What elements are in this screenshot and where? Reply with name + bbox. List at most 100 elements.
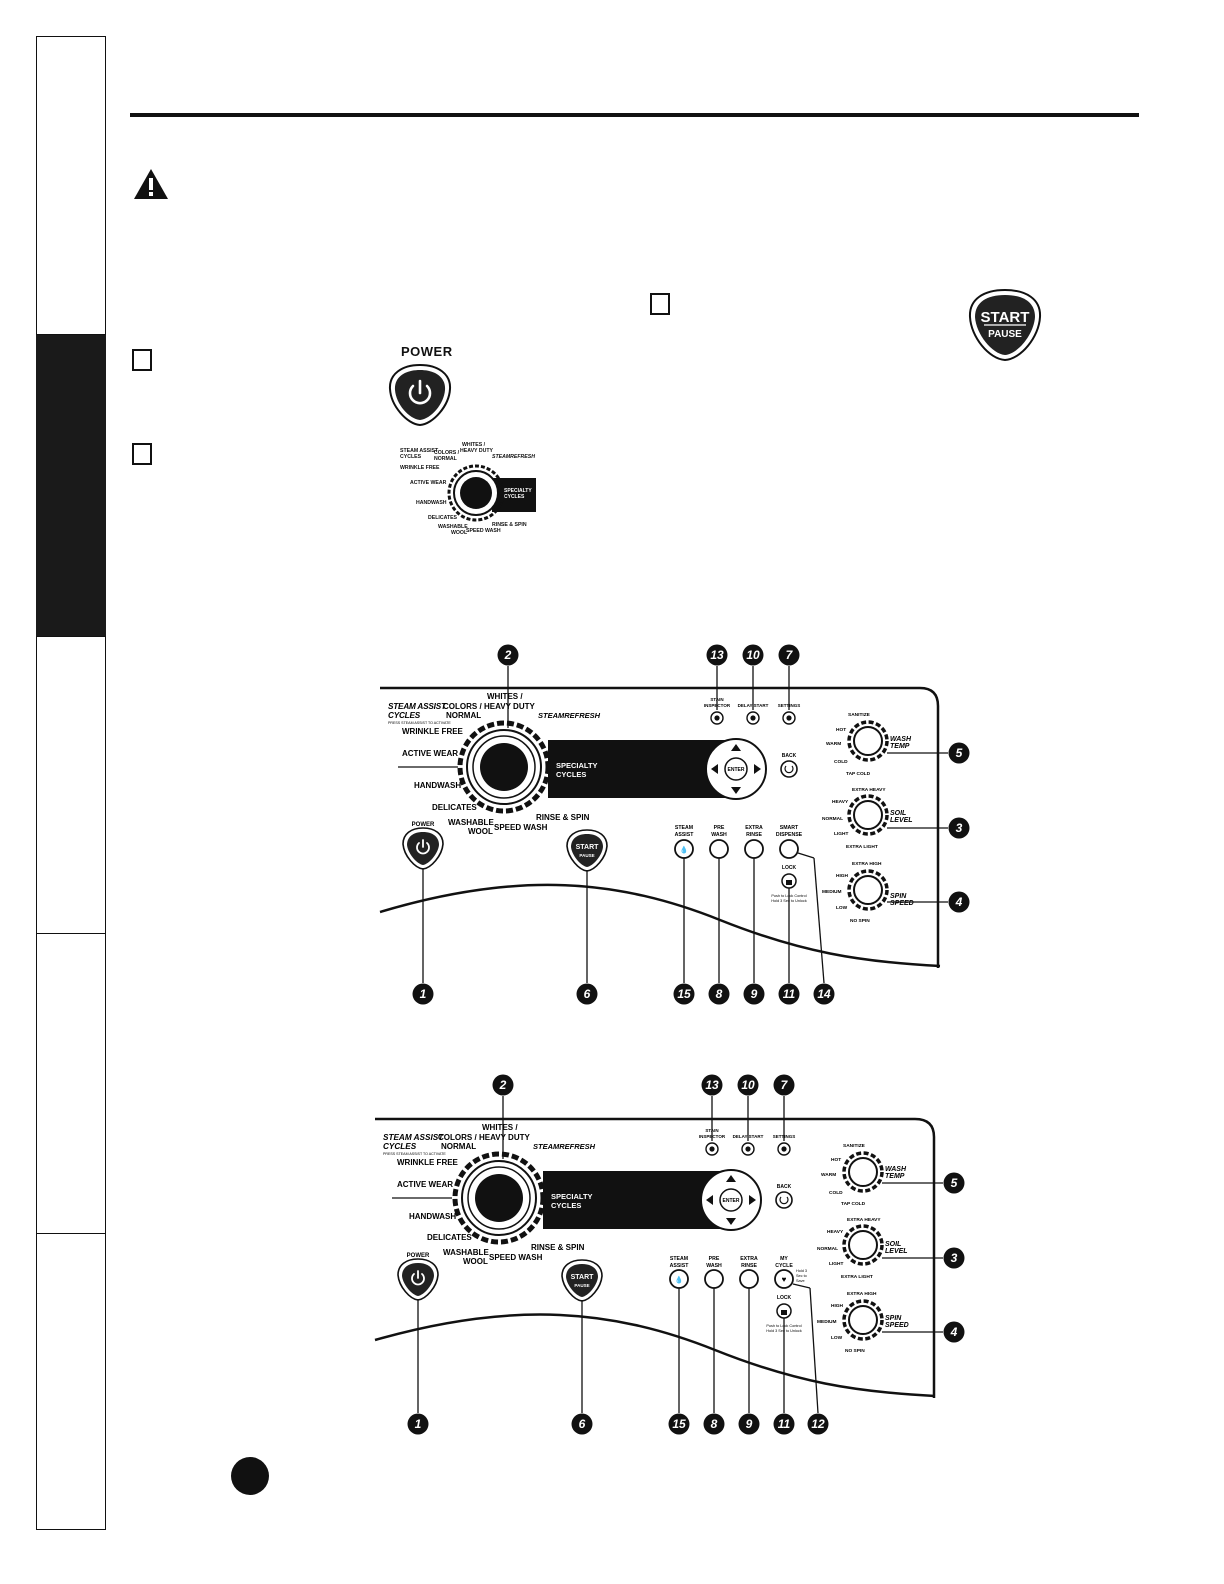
- panel-a-active-wear: ACTIVE WEAR: [402, 749, 458, 758]
- callout-b-1: 1: [415, 1417, 422, 1431]
- panel-a-normal: NORMAL: [446, 711, 481, 720]
- panel-a-dispense: DISPENSE: [776, 832, 803, 838]
- panel-a-rinse: RINSE: [746, 832, 762, 838]
- callout-b-5: 5: [951, 1176, 958, 1190]
- panel-dial-option-label: LEVEL: [890, 817, 913, 824]
- panel-b-start: START: [571, 1274, 595, 1281]
- cycle-dial-illustration: STEAM ASSIST CYCLES COLORS / NORMAL WHIT…: [400, 442, 536, 536]
- panel-a-washable: WASHABLE: [448, 818, 494, 827]
- callout-b-4: 4: [950, 1325, 958, 1339]
- panel-a-wrinkle-free: WRINKLE FREE: [402, 727, 464, 736]
- panel-b-rinse: RINSE: [741, 1263, 757, 1269]
- panel-b-back: BACK: [777, 1184, 792, 1190]
- panel-a-steam-hint: PRESS STEAM ASSIST TO ACTIVATE: [388, 721, 451, 725]
- panel-b-steam-hint: PRESS STEAM ASSIST TO ACTIVATE: [383, 1152, 446, 1156]
- panel-b-colors: COLORS /: [438, 1133, 477, 1142]
- panel-b-active-wear: ACTIVE WEAR: [397, 1180, 453, 1189]
- sidebar-section-2-active[interactable]: [36, 334, 106, 636]
- dial-label-cycles: CYCLES: [400, 454, 422, 460]
- panel-dial-option-label: NORMAL: [817, 1246, 838, 1252]
- sidebar-section-4[interactable]: [36, 933, 106, 1233]
- step-checkbox-3[interactable]: [650, 293, 670, 315]
- sidebar-section-5[interactable]: [36, 1233, 106, 1530]
- panel-dial-option-label: EXTRA HIGH: [852, 861, 882, 867]
- lock-icon: [786, 880, 792, 885]
- callout-b-2: 2: [499, 1078, 507, 1092]
- callout-b-12: 12: [811, 1417, 825, 1431]
- panel-a-wash: WASH: [711, 832, 727, 838]
- arrow-right-icon: [749, 1195, 756, 1205]
- panel-dial-option-label: HIGH: [836, 873, 849, 879]
- panel-b-wash: WASH: [706, 1263, 722, 1269]
- panel-dial-option-label: LIGHT: [834, 831, 848, 837]
- panel-a-pause: PAUSE: [579, 853, 594, 858]
- panel-dial-option-label: HEAVY: [832, 799, 849, 805]
- panel-a-steamrefresh: STEAMREFRESH: [538, 711, 601, 720]
- sidebar-tabs: [36, 36, 106, 1530]
- dial-label-steam-assist: STEAM ASSIST: [400, 448, 439, 454]
- dial-label-handwash: HANDWASH: [416, 500, 447, 506]
- panel-b-hold3: Hold 3: [796, 1269, 807, 1273]
- panel-dial-option-label: EXTRA HEAVY: [847, 1217, 881, 1223]
- panel-b-specialty: SPECIALTY: [551, 1192, 593, 1201]
- step-checkbox-1[interactable]: [132, 349, 152, 371]
- step-checkbox-2[interactable]: [132, 443, 152, 465]
- panel-dial-option-label: LOW: [836, 905, 848, 911]
- callout-a-6: 6: [584, 987, 591, 1001]
- callout-a-2: 2: [504, 648, 512, 662]
- panel-dial-option-label: EXTRA HIGH: [847, 1291, 877, 1297]
- callout-b-10: 10: [741, 1078, 755, 1092]
- start-pause-button-illustration: START PAUSE: [968, 288, 1042, 362]
- callout-b-15: 15: [672, 1417, 686, 1431]
- panel-dial-option-label: WARM: [821, 1172, 836, 1178]
- panel-b-wrinkle-free: WRINKLE FREE: [397, 1158, 459, 1167]
- panel-dial-option-label: WASH: [890, 736, 912, 743]
- panel-a-heavy-duty: HEAVY DUTY: [484, 702, 535, 711]
- power-button-illustration: [388, 363, 452, 427]
- panel-a-enter: ENTER: [728, 767, 745, 773]
- callout-b-11: 11: [778, 1417, 791, 1431]
- panel-b-steamrefresh: STEAMREFRESH: [533, 1142, 596, 1151]
- panel-dial-option-label: SPIN: [890, 893, 907, 900]
- panel-a-spin-speed: EXTRA HIGH HIGH MEDIUM LOW NO SPIN SPIN …: [822, 861, 914, 924]
- panel-b-lock: LOCK: [777, 1295, 792, 1301]
- panel-dial-option-label: SANITIZE: [843, 1143, 866, 1149]
- callout-a-11: 11: [783, 987, 796, 1001]
- panel-b-speed-wash: SPEED WASH: [489, 1253, 543, 1262]
- callout-a-15: 15: [677, 987, 691, 1001]
- dial-label-rinse-spin: RINSE & SPIN: [492, 522, 527, 528]
- callout-a-9: 9: [751, 987, 758, 1001]
- panel-b-secto: Sec to: [796, 1274, 807, 1278]
- panel-dial-option-label: HOT: [836, 727, 846, 733]
- panel-b-pre: PRE: [709, 1256, 720, 1262]
- panel-a-wool: WOOL: [468, 827, 493, 836]
- callout-a-8: 8: [716, 987, 723, 1001]
- panel-b-steam-assist: STEAM ASSIST: [383, 1133, 444, 1142]
- panel-dial-option-label: NO SPIN: [850, 918, 870, 924]
- panel-b-cycles: CYCLES: [383, 1142, 417, 1151]
- panel-a-power-icon: [416, 839, 430, 855]
- panel-b-soil-level: EXTRA HEAVY HEAVY NORMAL LIGHT EXTRA LIG…: [817, 1217, 908, 1280]
- panel-a-handwash: HANDWASH: [414, 781, 461, 790]
- panel-b-nav-pad: ENTER: [700, 1169, 762, 1231]
- panel-a-delicates: DELICATES: [432, 803, 477, 812]
- panel-dial-option-label: SOIL: [885, 1241, 901, 1248]
- sidebar-section-3[interactable]: [36, 636, 106, 933]
- panel-b-spin-speed: EXTRA HIGH HIGH MEDIUM LOW NO SPIN SPIN …: [817, 1291, 909, 1354]
- lock-icon: [781, 1310, 787, 1315]
- steam-drop-icon: 💧: [680, 845, 689, 854]
- callout-b-13: 13: [705, 1078, 719, 1092]
- dial-label-wrinkle-free: WRINKLE FREE: [400, 465, 440, 471]
- dial-label-washable: WASHABLE: [438, 524, 468, 530]
- panel-a-cycles: CYCLES: [388, 711, 421, 720]
- panel-b-wash-temp: SANITIZE HOT WARM COLD TAP COLD WASH TEM…: [821, 1143, 907, 1207]
- panel-dial-option-label: WARM: [826, 741, 841, 747]
- arrow-down-icon: [731, 787, 741, 794]
- panel-b-cycle: CYCLE: [775, 1263, 793, 1269]
- panel-a-rinse-spin: RINSE & SPIN: [536, 813, 590, 822]
- callout-a-13: 13: [710, 648, 724, 662]
- panel-a-power: POWER: [412, 822, 435, 828]
- panel-dial-option-label: HOT: [831, 1157, 841, 1163]
- panel-dial-option-label: HIGH: [831, 1303, 844, 1309]
- warning-icon: [134, 169, 168, 199]
